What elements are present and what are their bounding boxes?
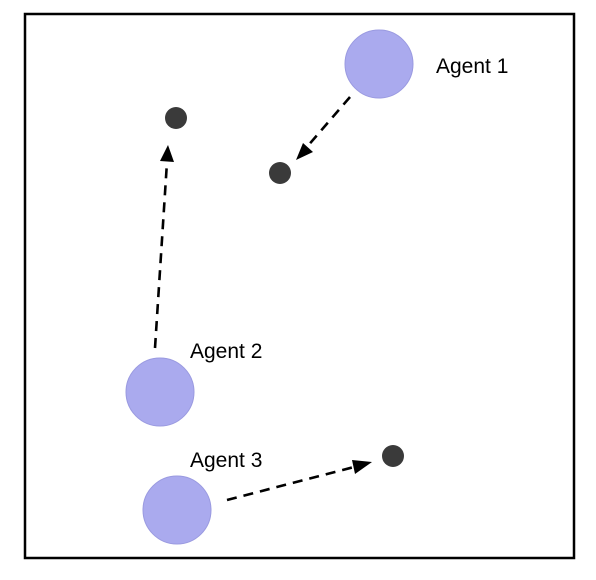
arrow-agent-1: [299, 96, 351, 156]
arrowhead-agent-3: [352, 460, 372, 474]
goal-dot-1: [269, 162, 291, 184]
arrow-agent-2: [153, 161, 169, 349]
arrow-agent-3: [226, 465, 355, 502]
goal-dot-3: [382, 445, 404, 467]
goal-dot-2: [165, 107, 187, 129]
agent-2-circle: [125, 357, 195, 427]
agent-3-circle: [142, 475, 212, 545]
arrowhead-agent-2: [160, 145, 174, 162]
agent-2-label: Agent 2: [190, 340, 262, 363]
agent-3-label: Agent 3: [190, 449, 262, 472]
agent-1-label: Agent 1: [436, 55, 508, 78]
arrowhead-agent-1: [296, 143, 313, 160]
agent-1-circle: [344, 29, 414, 99]
frame-border: [23, 12, 576, 560]
